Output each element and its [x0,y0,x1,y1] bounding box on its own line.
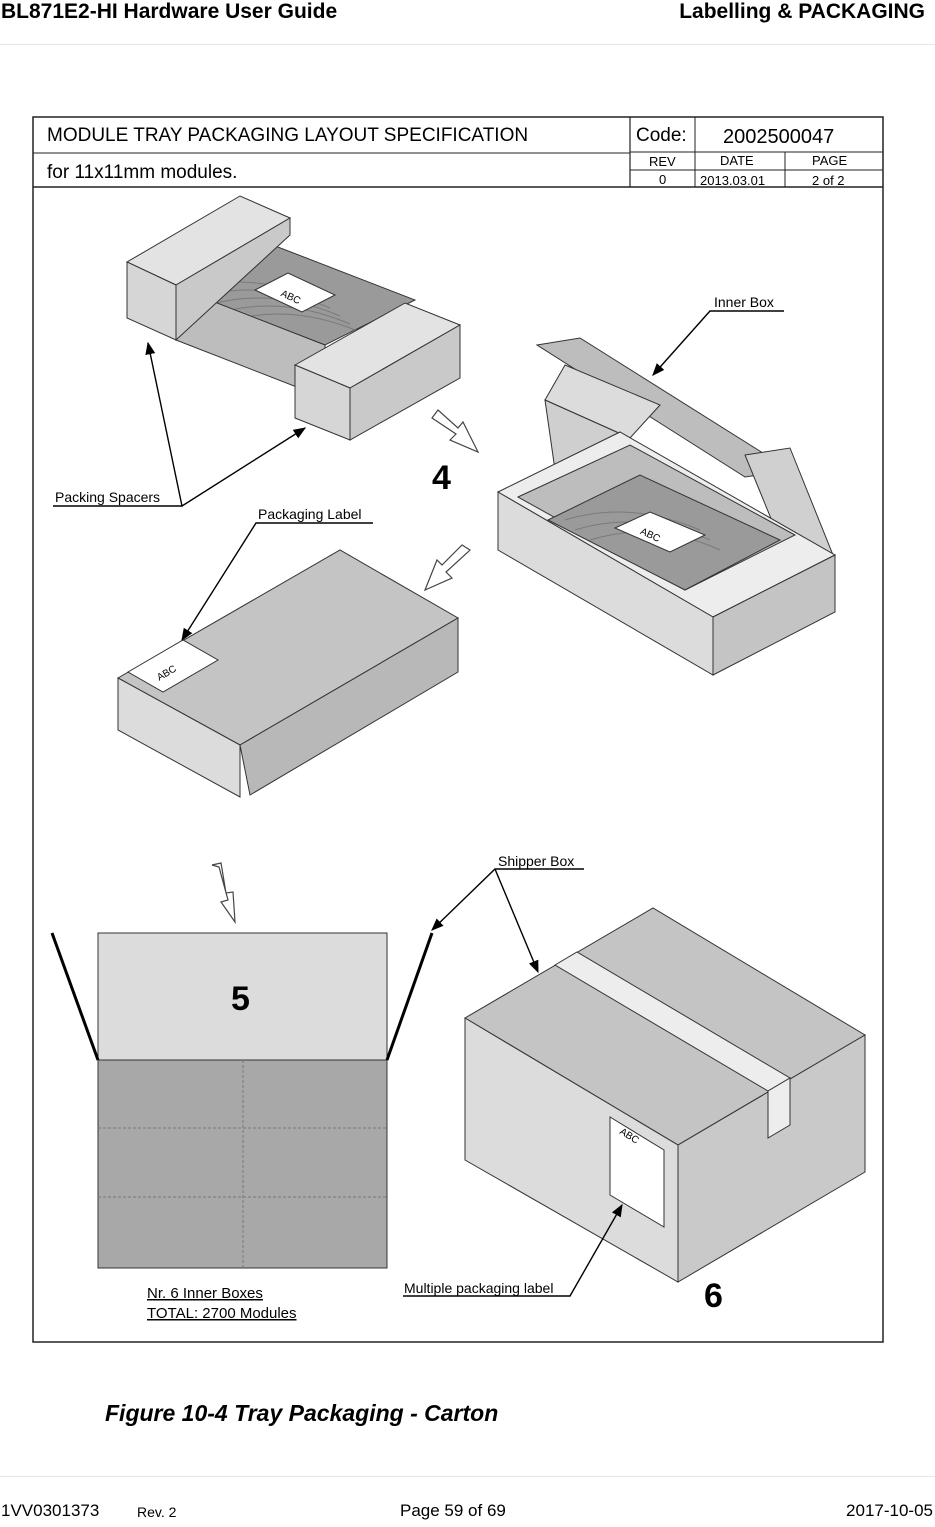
document-title: BL871E2-HI Hardware User Guide [1,0,338,23]
page-footer: 1VV0301373 Rev. 2 Page 59 of 69 2017-10-… [0,1476,935,1527]
date-label: DATE [720,153,754,168]
note-total-modules: TOTAL: 2700 Modules [147,1305,297,1322]
flow-arrows [211,409,480,925]
code-value: 2002500047 [723,126,834,148]
callout-multiple-packaging-label: Multiple packaging label [404,1280,553,1296]
note-inner-boxes: Nr. 6 Inner Boxes [147,1285,263,1302]
callout-packing-spacers: Packing Spacers [55,489,160,505]
revision: Rev. 2 [137,1504,177,1520]
callout-inner-box: Inner Box [714,294,774,310]
rev-label: REV [649,154,676,169]
callout-leaders [53,310,784,1297]
drawing-frame [32,116,884,1343]
tray-with-spacers: ABC [125,195,462,441]
inner-box-open: ABC [496,337,837,676]
page-label: PAGE [812,153,847,168]
spec-title: MODULE TRAY PACKAGING LAYOUT SPECIFICATI… [47,125,528,146]
figure-caption: Figure 10-4 Tray Packaging - Carton [105,1400,499,1426]
rev-value: 0 [659,172,666,187]
document-id: 1VV0301373 [1,1501,100,1520]
callout-packaging-label: Packaging Label [258,506,362,522]
step-4: 4 [432,459,451,497]
spec-subtitle: for 11x11mm modules. [47,162,237,183]
section-title: Labelling & PACKAGING [679,0,925,23]
step-5: 5 [231,980,250,1018]
page-number: Page 59 of 69 [400,1501,506,1520]
step-6: 6 [704,1277,723,1315]
carton-open [50,932,434,1269]
page-header: BL871E2-HI Hardware User Guide Labelling… [0,0,935,45]
page-value: 2 of 2 [812,173,845,188]
document-date: 2017-10-05 [846,1501,933,1520]
code-label: Code: [636,125,687,146]
callout-shipper-box: Shipper Box [498,853,574,869]
date-value: 2013.03.01 [700,173,765,188]
inner-box-closed: ABC [116,549,459,798]
shipper-box: ABC [464,907,866,1283]
